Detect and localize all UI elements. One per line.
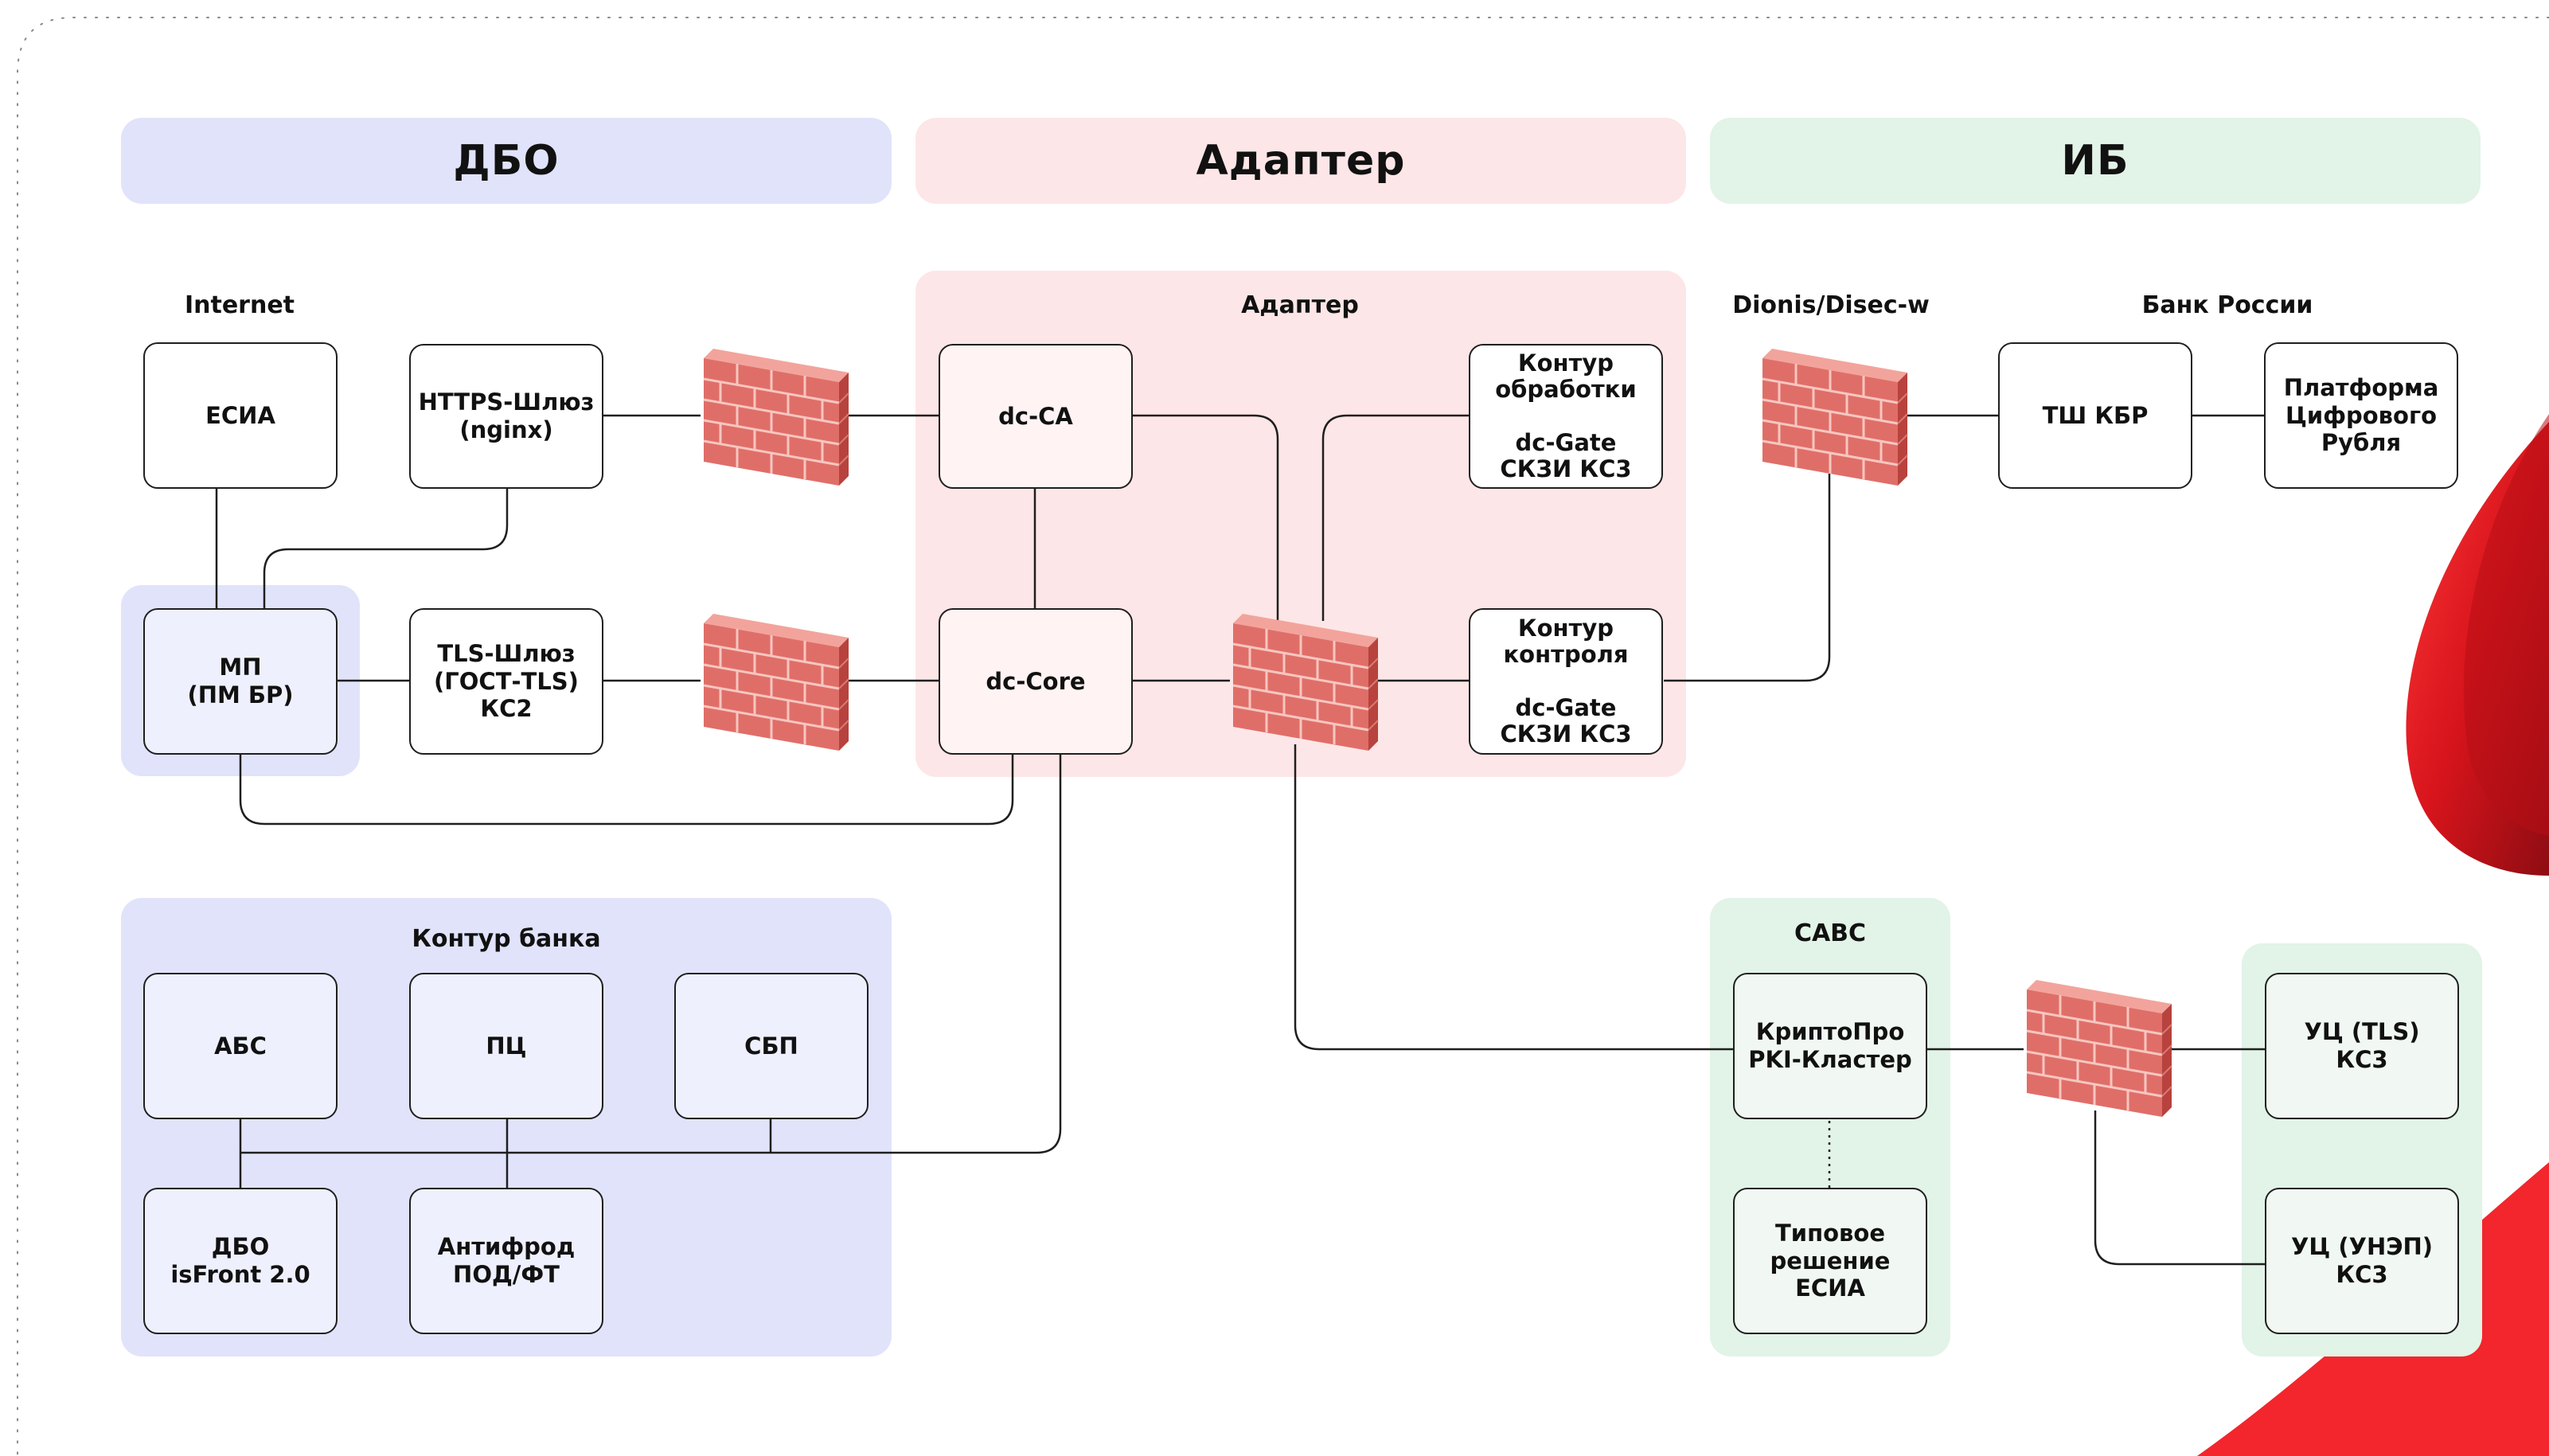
- firewall-icon: [702, 347, 850, 487]
- node-processing-contour[interactable]: Контур обработки dc-Gate СКЗИ КС3: [1469, 344, 1663, 489]
- link-dccore-bank: [240, 752, 1062, 1154]
- node-dbo-isfront[interactable]: ДБО isFront 2.0: [143, 1188, 338, 1334]
- link-mp-dccore: [239, 752, 1014, 826]
- firewall-icon: [2025, 978, 2173, 1118]
- label-dionis: Dionis/Disec-w: [1732, 291, 1930, 319]
- node-uc-tls[interactable]: УЦ (TLS) КС3: [2265, 973, 2459, 1119]
- link-proc-fw3: [1321, 414, 1469, 621]
- node-pc[interactable]: ПЦ: [409, 973, 603, 1119]
- node-https-gateway[interactable]: HTTPS-Шлюз (nginx): [409, 344, 603, 489]
- firewall-icon: [702, 612, 850, 752]
- node-uc-unep[interactable]: УЦ (УНЭП) КС3: [2265, 1188, 2459, 1334]
- label-internet: Internet: [184, 291, 295, 319]
- firewall-icon: [1232, 612, 1380, 752]
- node-antifraud[interactable]: Антифрод ПОД/ФТ: [409, 1188, 603, 1334]
- node-typical-esia[interactable]: Типовое решение ЕСИА: [1733, 1188, 1927, 1334]
- link-ctrl-fw4: [1664, 474, 1831, 682]
- node-sbp[interactable]: СБП: [674, 973, 869, 1119]
- node-control-contour[interactable]: Контур контроля dc-Gate СКЗИ КС3: [1469, 608, 1663, 755]
- header-adapter: Адаптер: [915, 118, 1686, 204]
- node-dc-core[interactable]: dc-Core: [939, 608, 1133, 755]
- link-fw3-crypto: [1294, 744, 1734, 1051]
- node-tls-gateway[interactable]: TLS-Шлюз (ГОСТ-TLS) КС2: [409, 608, 603, 755]
- link-dcca-fw3: [1130, 414, 1279, 621]
- label-savs: САВС: [1794, 919, 1867, 947]
- node-esia[interactable]: ЕСИА: [143, 342, 338, 489]
- node-abs[interactable]: АБС: [143, 973, 338, 1119]
- header-dbo: ДБО: [121, 118, 892, 204]
- node-dc-ca[interactable]: dc-CA: [939, 344, 1133, 489]
- label-adapter: Адаптер: [1241, 291, 1359, 319]
- header-dbo-text: ДБО: [453, 137, 560, 185]
- header-ib: ИБ: [1710, 118, 2481, 204]
- label-bank-russia: Банк России: [2141, 291, 2313, 319]
- node-tsh-kbr[interactable]: ТШ КБР: [1998, 342, 2192, 489]
- firewall-icon: [1761, 347, 1909, 487]
- node-digital-ruble[interactable]: Платформа Цифрового Рубля: [2264, 342, 2458, 489]
- link-https-mp: [263, 487, 509, 609]
- header-ib-text: ИБ: [2061, 137, 2129, 185]
- node-cryptopro[interactable]: КриптоПро PKI-Кластер: [1733, 973, 1927, 1119]
- header-adapter-text: Адаптер: [1196, 137, 1406, 185]
- node-mp[interactable]: МП (ПМ БР): [143, 608, 338, 755]
- label-bank-contour: Контур банка: [412, 925, 601, 953]
- link-fw5-ucunep: [2094, 1111, 2266, 1266]
